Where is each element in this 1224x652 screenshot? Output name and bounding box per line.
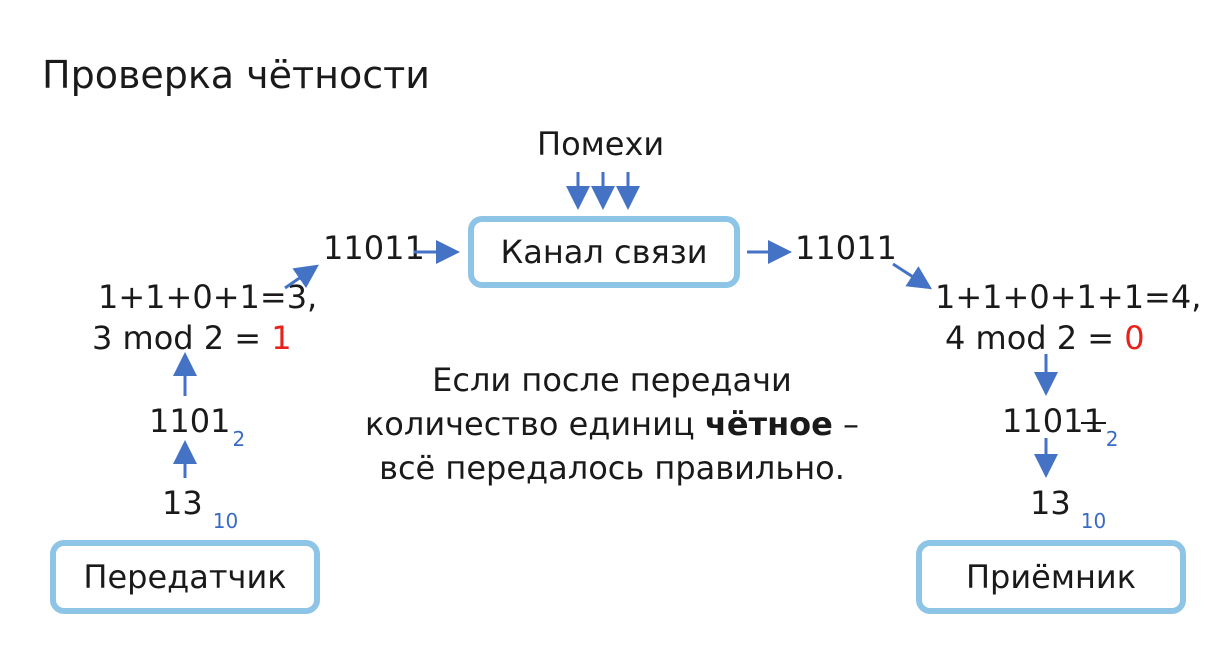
sender-parity-bit: 1 [271, 319, 292, 357]
channel-label: Канал связи [500, 233, 708, 271]
parity-rule-note: Если после передачи количество единиц чё… [0, 358, 1224, 490]
receiver-box-label: Приёмник [965, 558, 1137, 596]
sender-decimal-value: 13 [162, 484, 203, 522]
receiver-mod-line: 4 mod 2 = 0 [945, 322, 1145, 354]
receiver-decimal: 13 10 [1030, 484, 1106, 531]
receiver-decimal-base: 10 [1080, 509, 1107, 533]
receiver-decimal-value: 13 [1030, 484, 1071, 522]
slide-title: Проверка чётности [42, 53, 430, 97]
sender-binary-value: 1101 [149, 402, 231, 440]
sender-box: Передатчик [50, 540, 320, 614]
note-even-word: чётное [704, 405, 833, 443]
note-line-2-prefix: количество единиц [364, 405, 705, 443]
receiver-received-bits: 11011 [795, 229, 897, 267]
receiver-box: Приёмник [916, 540, 1186, 614]
channel-box: Канал связи [468, 216, 740, 288]
sender-decimal-base: 10 [212, 509, 239, 533]
note-line-2-suffix: – [832, 405, 860, 443]
arrow-received-to-sum [892, 262, 933, 290]
receiver-dropped-parity-bit: 1 [1081, 402, 1107, 440]
note-line-3: всё передалось правильно. [379, 449, 845, 487]
sender-decimal: 13 10 [162, 484, 238, 531]
sender-binary-base: 2 [232, 427, 246, 451]
receiver-binary-base: 2 [1105, 427, 1119, 451]
sender-mod-prefix: 3 mod 2 = [92, 319, 272, 357]
receiver-mod-prefix: 4 mod 2 = [945, 319, 1125, 357]
note-line-1: Если после передачи [432, 361, 792, 399]
noise-label: Помехи [537, 125, 665, 163]
note-line-2: количество единиц чётное – [0, 402, 1224, 446]
receiver-parity-result: 0 [1124, 319, 1145, 357]
sender-transmitted-bits: 11011 [323, 229, 425, 267]
sender-box-label: Передатчик [83, 558, 287, 596]
receiver-sum-line: 1+1+0+1+1=4, [935, 278, 1202, 316]
sender-sum-line: 1+1+0+1=3, [98, 278, 318, 316]
receiver-binary-value: 1101 [1002, 402, 1084, 440]
arrow-sum-to-transmitted [284, 264, 319, 290]
sender-mod-line: 3 mod 2 = 1 [92, 322, 292, 354]
